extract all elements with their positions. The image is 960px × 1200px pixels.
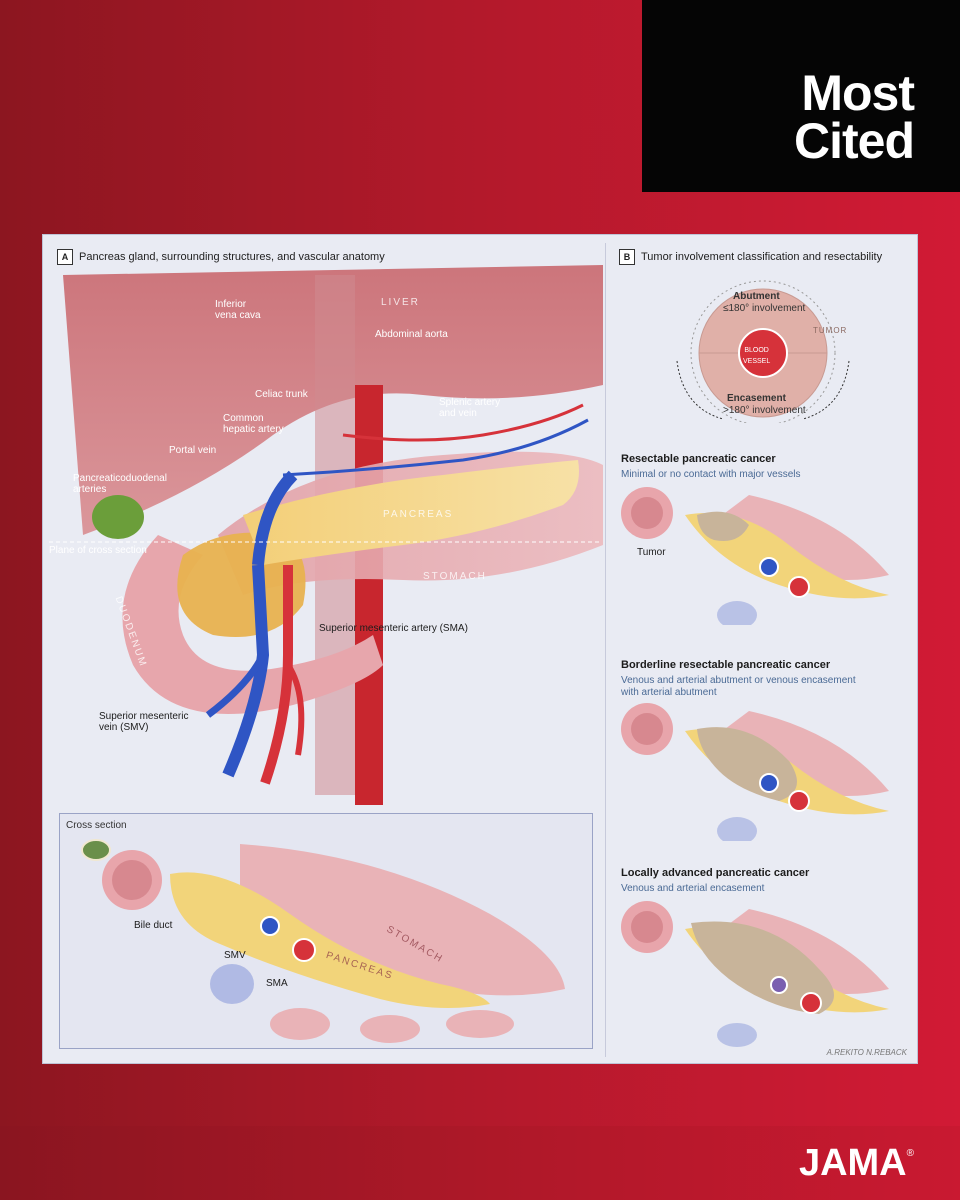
label-tumor-ring: TUMOR bbox=[813, 326, 848, 335]
jama-registered-mark: ® bbox=[906, 1148, 914, 1159]
cross-section-illustration bbox=[81, 839, 565, 1043]
most-cited-badge: Most Cited bbox=[642, 0, 960, 192]
label-stomach: STOMACH bbox=[423, 571, 487, 582]
involvement-diagram bbox=[676, 280, 850, 423]
label-aorta: Abdominal aorta bbox=[375, 329, 448, 340]
case-2-subtitle: Venous and arterial abutment or venous e… bbox=[621, 675, 856, 698]
section-a-letter: A bbox=[57, 249, 73, 265]
label-liver: LIVER bbox=[381, 297, 420, 308]
label-cs-smv: SMV bbox=[224, 950, 246, 961]
label-pd-arteries: Pancreaticoduodenal arteries bbox=[73, 473, 167, 495]
label-splenic: Splenic artery and vein bbox=[439, 397, 501, 419]
portal-vein-shape bbox=[252, 470, 298, 566]
badge-line-1: Most bbox=[801, 65, 915, 121]
cross-section-title: Cross section bbox=[66, 820, 127, 831]
label-encasement: Encasement bbox=[727, 393, 786, 404]
illustration-panel: A Pancreas gland, surrounding structures… bbox=[42, 234, 918, 1064]
case-2-title: Borderline resectable pancreatic cancer bbox=[621, 659, 831, 671]
pancreas-body-shape bbox=[243, 460, 579, 565]
duodenum-shape bbox=[122, 535, 384, 714]
anatomy-illustration bbox=[49, 265, 603, 805]
case-1-subtitle: Minimal or no contact with major vessels bbox=[621, 469, 801, 480]
label-encasement-sub: >180° involvement bbox=[723, 405, 806, 416]
section-b-letter: B bbox=[619, 249, 635, 265]
section-b-header: B Tumor involvement classification and r… bbox=[619, 249, 882, 265]
aorta-shape bbox=[355, 385, 383, 805]
label-bile-duct: Bile duct bbox=[134, 920, 173, 931]
sma-shape bbox=[260, 565, 293, 785]
section-b-title: Tumor involvement classification and res… bbox=[641, 251, 883, 263]
case-1-illustration bbox=[621, 487, 889, 625]
footer-bar bbox=[0, 1126, 960, 1200]
label-pancreas: PANCREAS bbox=[383, 509, 454, 520]
label-plane: Plane of cross section bbox=[49, 545, 147, 556]
section-a-title: Pancreas gland, surrounding structures, … bbox=[79, 251, 385, 263]
label-sma: Superior mesenteric artery (SMA) bbox=[319, 623, 468, 634]
gallbladder-shape bbox=[92, 495, 144, 539]
cross-section-box: Cross section Bile duct SMV SMA STOMACH … bbox=[59, 813, 593, 1049]
label-cs-sma: SMA bbox=[266, 978, 288, 989]
label-abutment: Abutment bbox=[733, 291, 780, 302]
case-1-title: Resectable pancreatic cancer bbox=[621, 453, 776, 465]
case-3-subtitle: Venous and arterial encasement bbox=[621, 883, 765, 894]
section-a-header: A Pancreas gland, surrounding structures… bbox=[57, 249, 385, 265]
badge-line-2: Cited bbox=[794, 113, 915, 169]
case-3-illustration bbox=[621, 901, 889, 1047]
label-ivc: Inferior vena cava bbox=[215, 299, 261, 321]
label-abutment-sub: ≤180° involvement bbox=[723, 303, 806, 314]
case-2-illustration bbox=[621, 703, 889, 841]
label-celiac: Celiac trunk bbox=[255, 389, 308, 400]
label-portal-vein: Portal vein bbox=[169, 445, 217, 456]
case-1-tumor-label: Tumor bbox=[637, 547, 666, 558]
label-smv: Superior mesenteric vein (SMV) bbox=[99, 711, 189, 733]
label-common-hepatic: Common hepatic artery bbox=[223, 413, 284, 435]
jama-logo: JAMA® bbox=[799, 1142, 914, 1185]
case-3-title: Locally advanced pancreatic cancer bbox=[621, 867, 810, 879]
jama-logo-text: JAMA bbox=[798, 1142, 907, 1184]
artist-signature: A.REKITO N.REBACK bbox=[826, 1048, 907, 1057]
panel-divider bbox=[605, 243, 606, 1057]
label-blood-vessel: BLOOD VESSEL bbox=[743, 347, 771, 365]
